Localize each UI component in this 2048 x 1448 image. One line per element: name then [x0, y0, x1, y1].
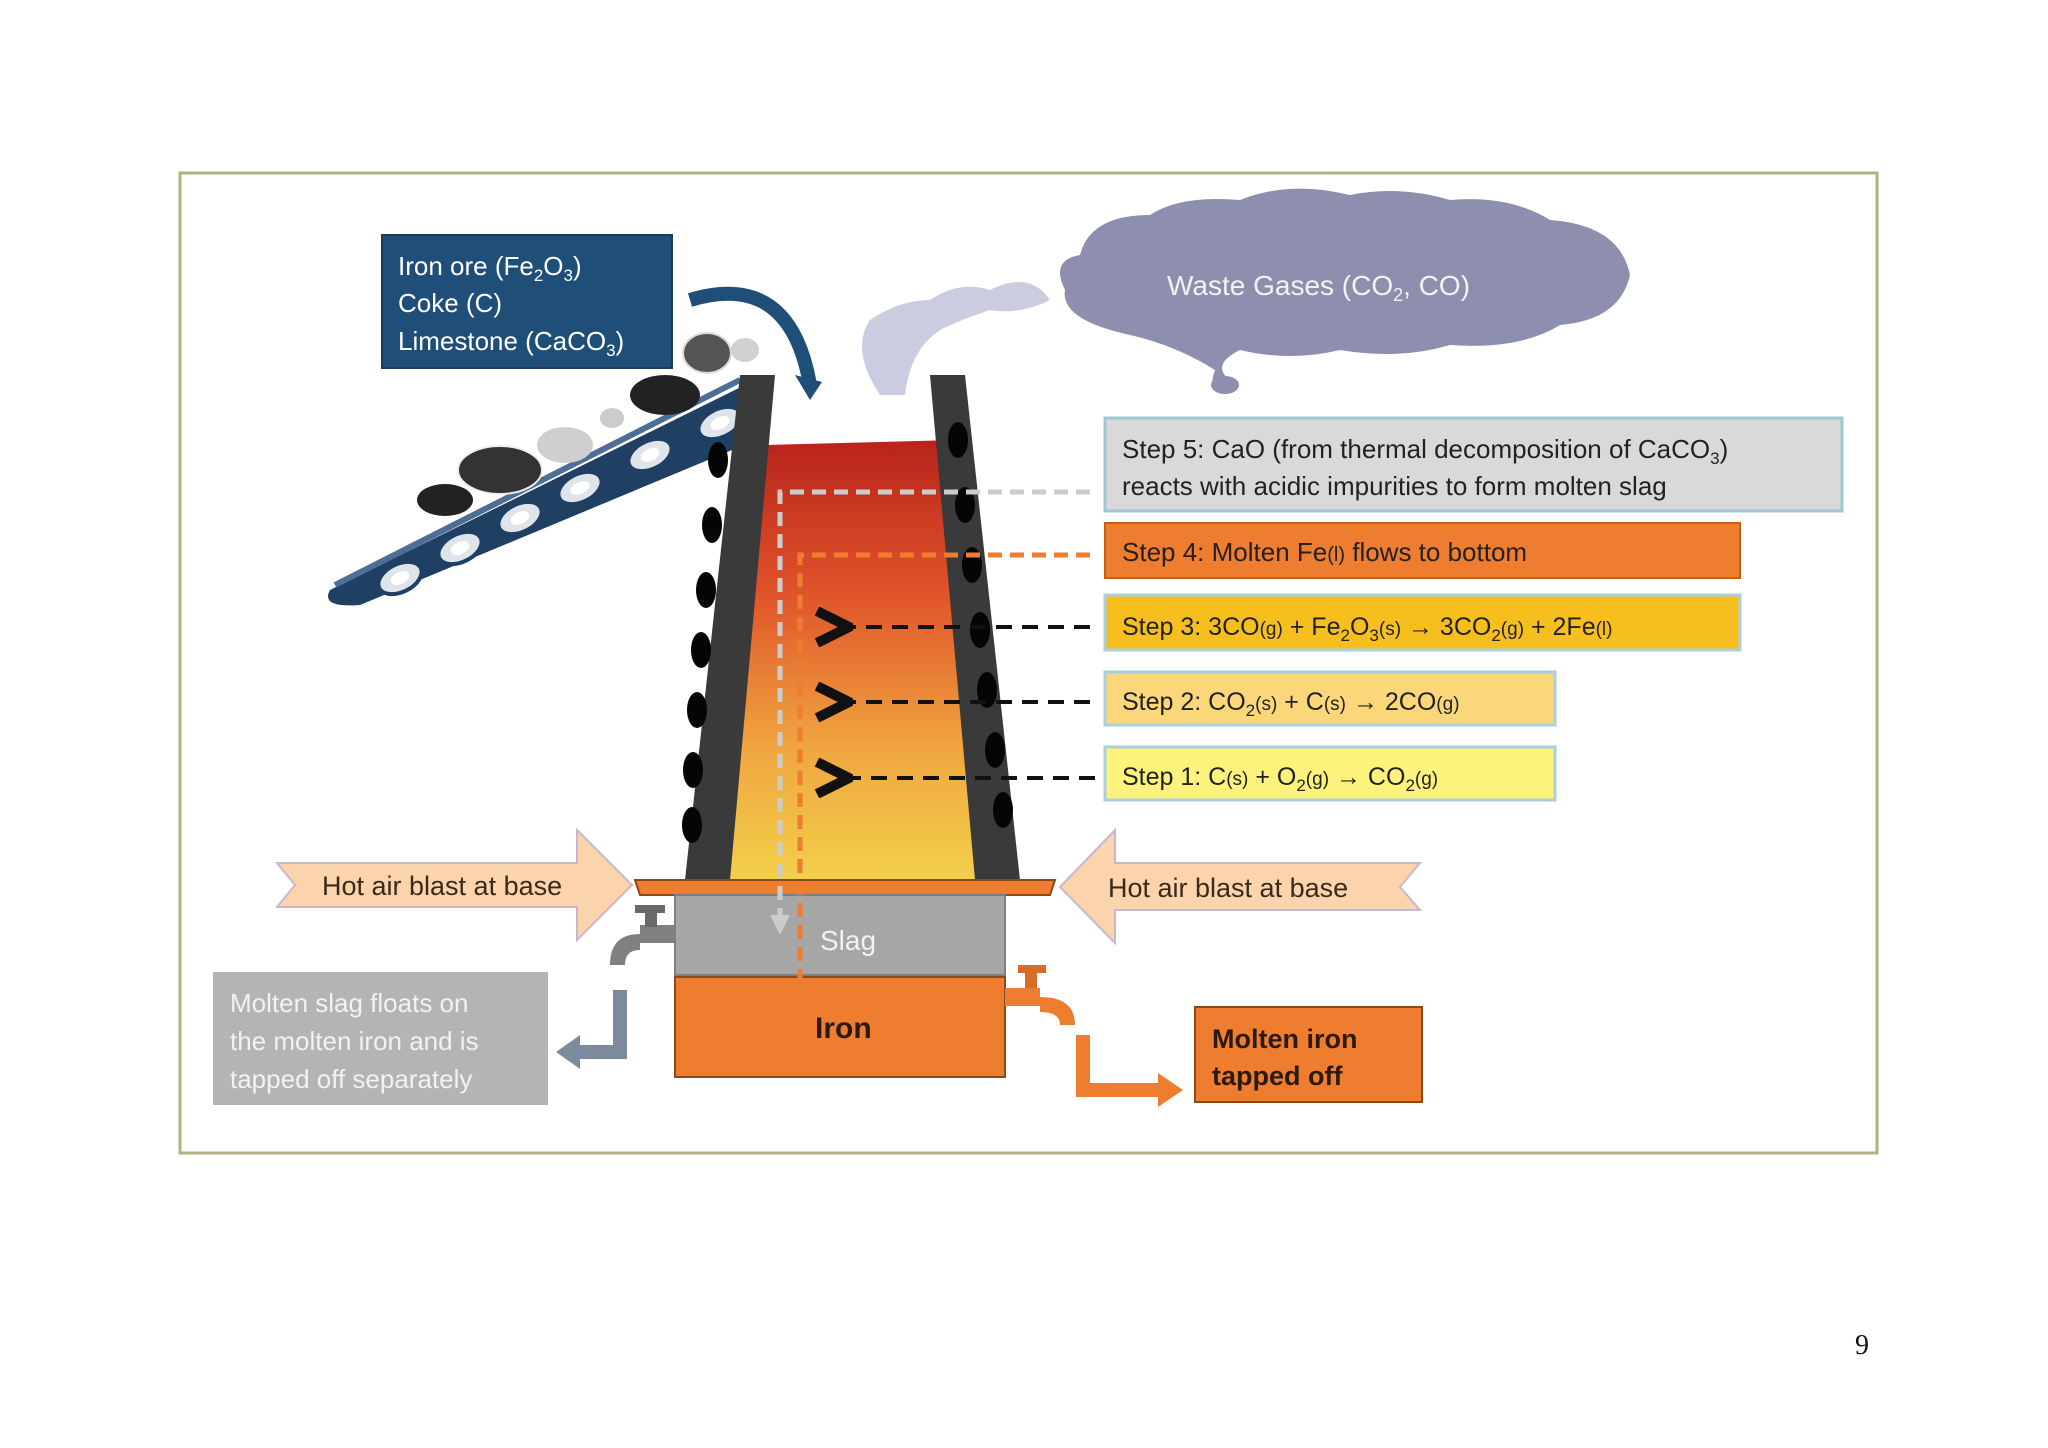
- slag-note-line3: tapped off separately: [230, 1064, 472, 1094]
- step5-line2: reacts with acidic impurities to form mo…: [1122, 471, 1667, 501]
- conveyor-belt: [328, 377, 768, 606]
- step4-box: [1104, 522, 1741, 579]
- iron-output-arrow: [1076, 1035, 1160, 1097]
- iron-label: Iron: [815, 1012, 872, 1045]
- hot-air-right-label: Hot air blast at base: [1108, 873, 1348, 903]
- step-arrows: [845, 627, 1095, 778]
- iron-note-line1: Molten iron: [1212, 1024, 1357, 1054]
- step5-line1: Step 5: CaO (from thermal decomposition …: [1122, 434, 1728, 468]
- input-line-iron-ore: Iron ore (Fe2O3): [398, 251, 582, 285]
- step3-text: Step 3: 3CO(g) + Fe2O3(s) → 3CO2(g) + 2F…: [1122, 613, 1613, 645]
- iron-flow-line: [797, 552, 1090, 1030]
- page-number: 9: [1855, 1330, 1869, 1361]
- raw-material-lumps: [417, 332, 759, 516]
- furnace-wall-left: [685, 375, 775, 880]
- iron-note-line2: tapped off: [1212, 1061, 1343, 1091]
- step4-text: Step 4: Molten Fe(l) flows to bottom: [1122, 537, 1527, 567]
- input-line-limestone: Limestone (CaCO3): [398, 326, 624, 360]
- input-materials-box: [381, 234, 673, 369]
- hot-air-arrow-right: [1058, 827, 1423, 946]
- input-line-coke: Coke (C): [398, 288, 502, 318]
- step2-text: Step 2: CO2(s) + C(s) → 2CO(g): [1122, 688, 1460, 720]
- step1-box: [1103, 745, 1557, 802]
- iron-tap-icon: [1005, 965, 1075, 1025]
- hot-air-arrow-left: [274, 827, 634, 943]
- slag-note-line2: the molten iron and is: [230, 1026, 479, 1056]
- slag-output-arrow: [578, 990, 627, 1059]
- hot-air-left-label: Hot air blast at base: [322, 871, 562, 901]
- waste-gases-label: Waste Gases (CO2, CO): [1167, 270, 1470, 305]
- furnace-interior: [720, 440, 985, 880]
- slag-note-line1: Molten slag floats on: [230, 988, 468, 1018]
- slag-flow-line: [777, 489, 1090, 925]
- step2-box: [1103, 670, 1557, 727]
- smoke-plume: [862, 282, 1050, 395]
- furnace-base-rim: [633, 879, 1057, 896]
- step5-box: [1103, 416, 1844, 513]
- step3-box: [1103, 593, 1742, 652]
- iron-chamber: [674, 976, 1006, 1078]
- slag-chamber: [674, 894, 1006, 976]
- slag-label: Slag: [820, 925, 876, 956]
- waste-gas-cloud: [1060, 188, 1630, 394]
- step1-text: Step 1: C(s) + O2(g) → CO2(g): [1122, 763, 1438, 795]
- slag-note-box: [213, 972, 548, 1105]
- slag-tap-icon: [610, 905, 675, 965]
- iron-note-box: [1194, 1006, 1423, 1103]
- feed-arrow: [687, 286, 817, 387]
